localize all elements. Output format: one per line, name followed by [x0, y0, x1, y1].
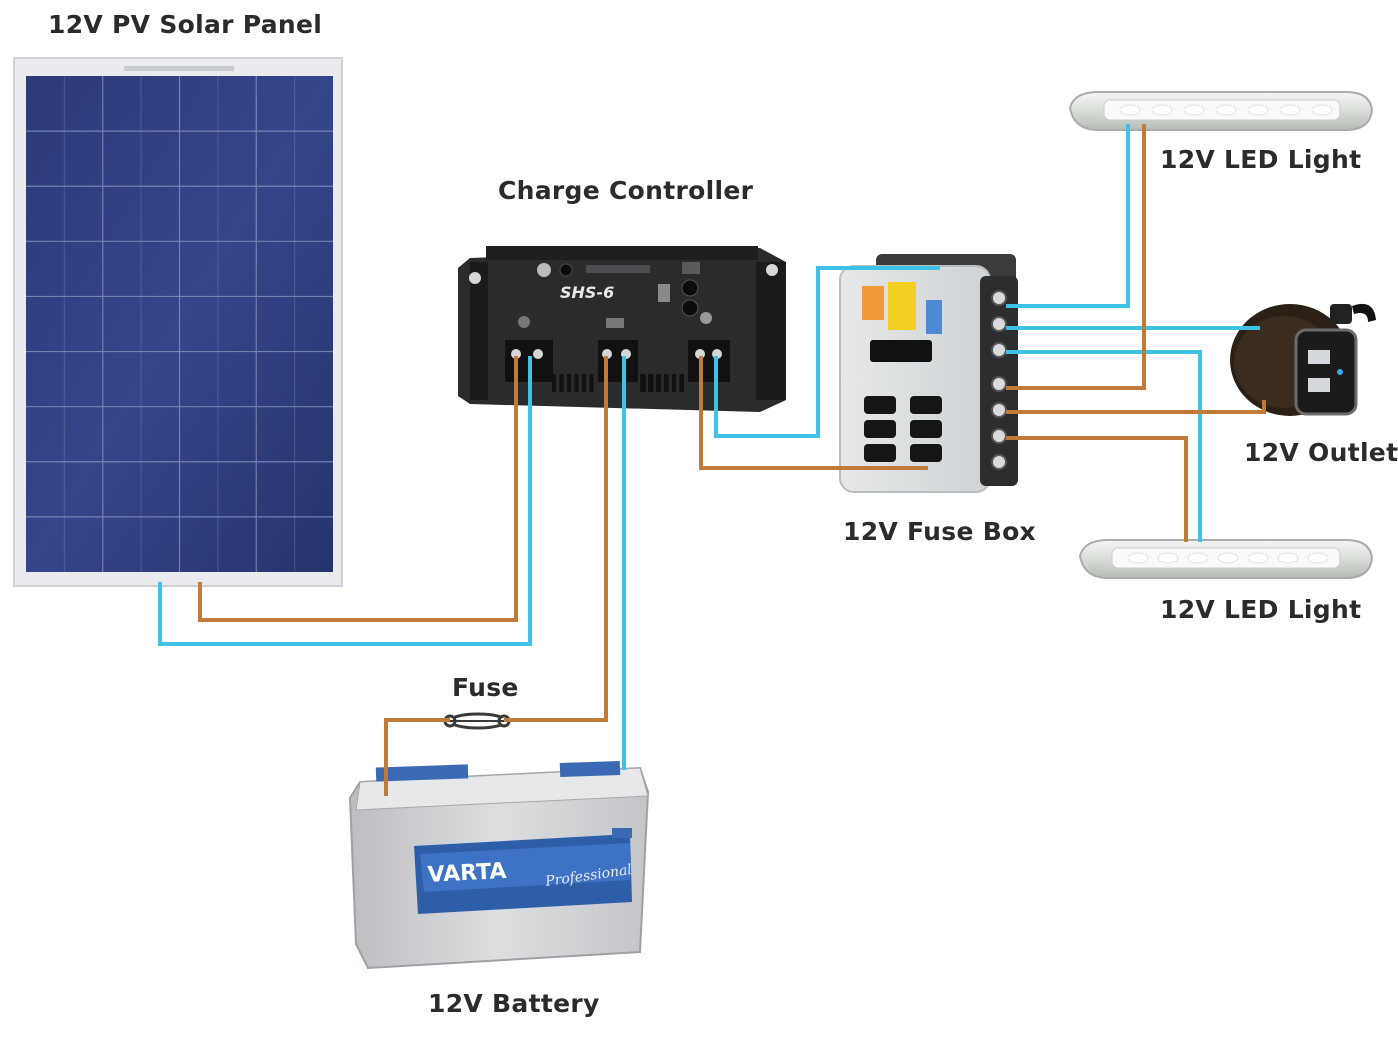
controller-heat-fins — [552, 374, 684, 392]
led-light-bottom — [1078, 539, 1374, 579]
charge-controller-label: Charge Controller — [498, 176, 754, 205]
wire-positive-11 — [1006, 400, 1266, 414]
fuse-box-terminals — [991, 290, 1007, 470]
usb-outlet — [1230, 303, 1376, 416]
charge-controller: SHS-6 — [458, 246, 786, 412]
wire-negative-9 — [1006, 350, 1202, 542]
wire-positive-10 — [1006, 124, 1146, 390]
wire-positive-3 — [504, 356, 608, 722]
wire-positive-6 — [699, 356, 928, 470]
wire-negative-5 — [714, 266, 940, 438]
battery-label: 12V Battery — [428, 989, 600, 1018]
solar-panel-label: 12V PV Solar Panel — [48, 10, 323, 39]
wiring — [158, 124, 1266, 796]
wire-negative-7 — [1006, 124, 1130, 308]
led-light-bottom-label: 12V LED Light — [1160, 595, 1362, 624]
solar-panel — [13, 57, 343, 587]
wire-positive-12 — [1006, 436, 1188, 542]
inline-fuse — [443, 712, 511, 730]
controller-model-text: SHS-6 — [560, 283, 614, 302]
fuse-box — [839, 254, 1018, 493]
fuse-slots — [864, 396, 942, 462]
battery-brand-text: VARTA — [427, 859, 507, 888]
panel-cell-grid — [26, 76, 333, 572]
wire-positive-4 — [384, 718, 450, 796]
wire-positive-1 — [198, 356, 518, 622]
led-light-top-label: 12V LED Light — [1160, 145, 1362, 174]
wire-negative-0 — [158, 356, 532, 646]
outlet-label: 12V Outlet — [1244, 438, 1398, 467]
fuse-box-label: 12V Fuse Box — [843, 517, 1036, 546]
battery: VARTA Professional — [348, 760, 650, 970]
fuse-label: Fuse — [452, 673, 519, 702]
led-light-top — [1068, 91, 1374, 131]
